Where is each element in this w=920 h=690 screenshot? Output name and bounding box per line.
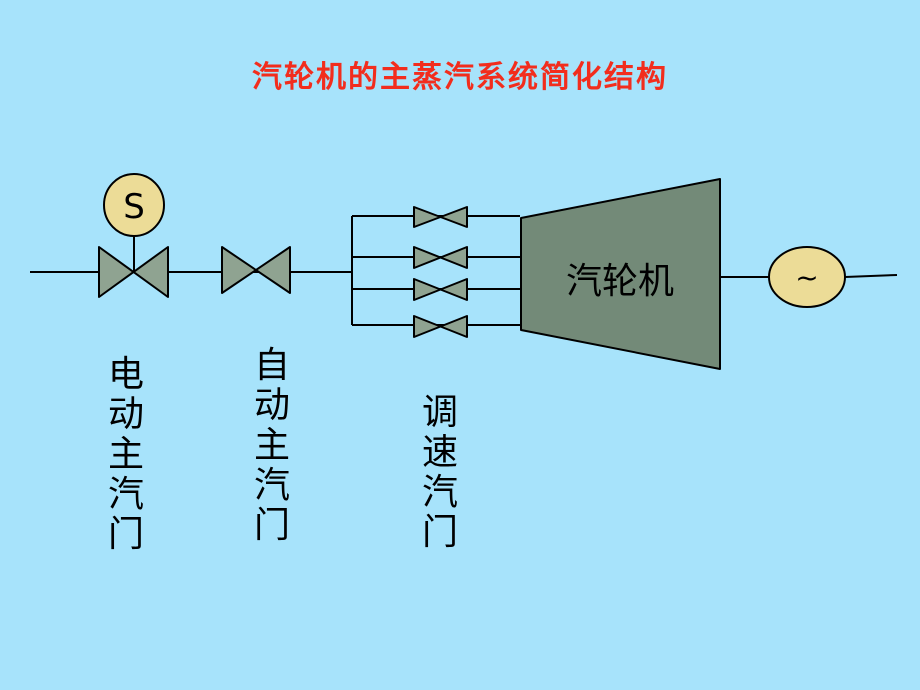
label-electric-main-valve: 电动主汽门 — [107, 354, 144, 555]
governing-valve-2 — [413, 246, 468, 269]
label-governing-valves: 调速汽门 — [421, 392, 458, 553]
governing-valve-1 — [413, 206, 468, 228]
actuator-circle — [103, 173, 165, 237]
turbine-label: 汽轮机 — [565, 261, 674, 302]
diagram-title: 汽轮机的主蒸汽系统简化结构 — [252, 60, 668, 95]
electric-main-valve — [98, 246, 169, 298]
shaft-line-right — [844, 274, 898, 278]
generator-symbol: ~ — [795, 261, 818, 294]
automatic-main-valve — [221, 246, 291, 294]
label-automatic-main-valve: 自动主汽门 — [253, 345, 290, 546]
governing-valve-3 — [413, 278, 468, 301]
governing-valve-4 — [413, 315, 468, 338]
turbine-body — [520, 178, 721, 370]
actuator-label: S — [123, 187, 145, 227]
